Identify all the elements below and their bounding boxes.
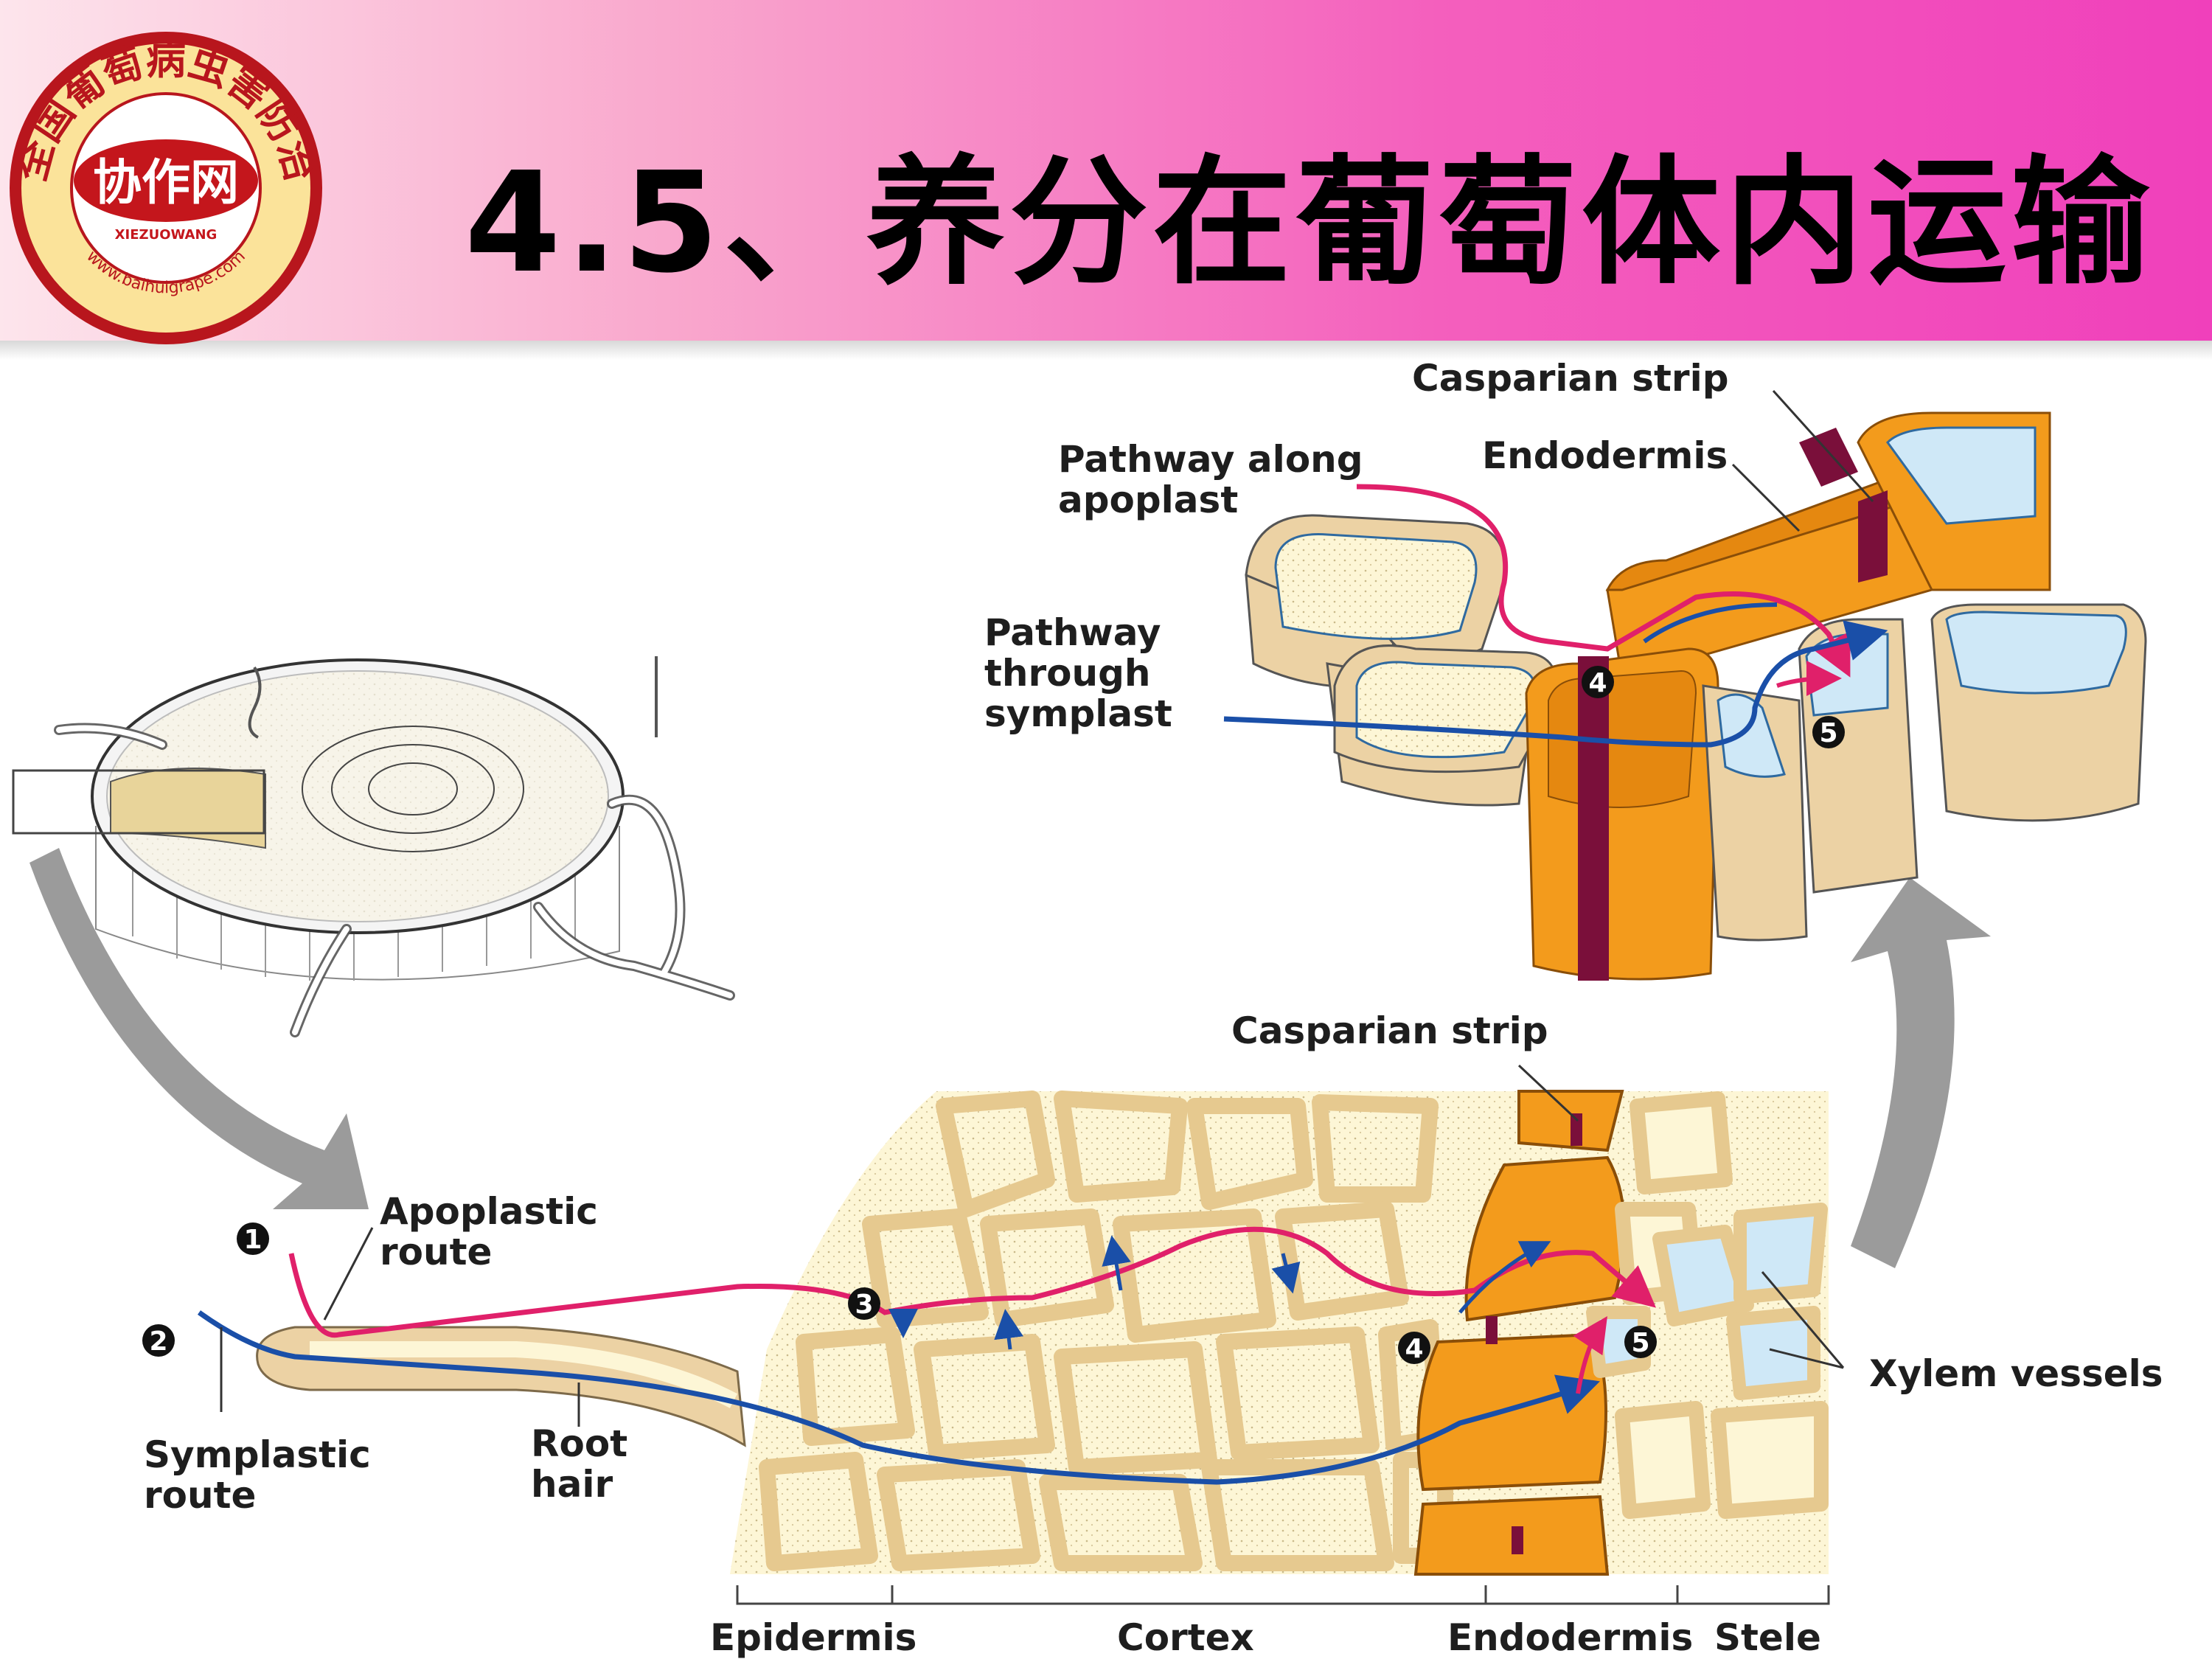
label-pathway-symplast: Pathway <box>984 611 1161 654</box>
logo-seal-icon: 全国葡萄病虫害防治 www.baihuigrape.com 协作网 XIEZUO… <box>7 32 324 344</box>
root-cross-section <box>12 656 735 1037</box>
symplastic-route-line <box>197 1310 1600 1485</box>
step-marker: 2 <box>142 1324 175 1357</box>
label-epidermis: Epidermis <box>710 1616 917 1659</box>
grey-arrow-right <box>1851 877 1991 1268</box>
slide-title: 4.5、养分在葡萄体内运输 <box>465 142 2154 304</box>
svg-text:4: 4 <box>1405 1334 1423 1364</box>
step-marker: 4 <box>1398 1332 1430 1364</box>
banner-shadow <box>0 341 2212 360</box>
step-marker: 4 <box>1582 666 1614 698</box>
label-pathway-symplast-3: symplast <box>984 692 1172 735</box>
label-pathway-symplast-2: through <box>984 652 1151 695</box>
region-brackets <box>736 1585 1830 1605</box>
label-apoplastic-route-2: route <box>380 1231 492 1273</box>
svg-text:4: 4 <box>1588 668 1607 698</box>
svg-text:3: 3 <box>855 1290 873 1320</box>
label-root-hair-2: hair <box>531 1463 613 1506</box>
label-root-hair: Root <box>531 1422 627 1465</box>
apoplast-pathway-line <box>1356 484 1851 678</box>
label-casparian-strip-top: Casparian strip <box>1412 357 1729 400</box>
label-pathway-apoplast: Pathway along <box>1058 438 1363 481</box>
svg-text:1: 1 <box>243 1225 262 1255</box>
label-pathway-apoplast-2: apoplast <box>1058 479 1238 521</box>
step-marker: 3 <box>848 1287 880 1320</box>
svg-text:2: 2 <box>149 1326 167 1357</box>
title-banner <box>0 0 2212 350</box>
label-symplastic-route: Symplastic <box>144 1433 371 1476</box>
svg-text:5: 5 <box>1819 718 1837 748</box>
label-stele: Stele <box>1714 1616 1821 1659</box>
step-marker: 5 <box>1812 716 1845 748</box>
svg-text:5: 5 <box>1631 1328 1649 1358</box>
label-endodermis-top: Endodermis <box>1482 434 1728 477</box>
symplast-pathway-line <box>1223 620 1888 748</box>
logo-sub-text: XIEZUOWANG <box>115 227 218 243</box>
label-xylem-vessels: Xylem vessels <box>1869 1352 2163 1395</box>
label-symplastic-route-2: route <box>144 1474 256 1517</box>
logo-center-text: 协作网 <box>93 154 239 211</box>
cell-block-3d <box>1245 411 2147 981</box>
label-endodermis-bottom: Endodermis <box>1447 1616 1693 1659</box>
grey-arrow-left <box>29 848 369 1209</box>
label-casparian-strip-mid: Casparian strip <box>1231 1009 1548 1052</box>
tissue-section <box>256 1090 1829 1576</box>
label-cortex: Cortex <box>1117 1616 1254 1659</box>
step-marker: 1 <box>237 1222 269 1255</box>
label-apoplastic-route: Apoplastic <box>380 1190 598 1233</box>
step-marker: 5 <box>1624 1326 1657 1358</box>
